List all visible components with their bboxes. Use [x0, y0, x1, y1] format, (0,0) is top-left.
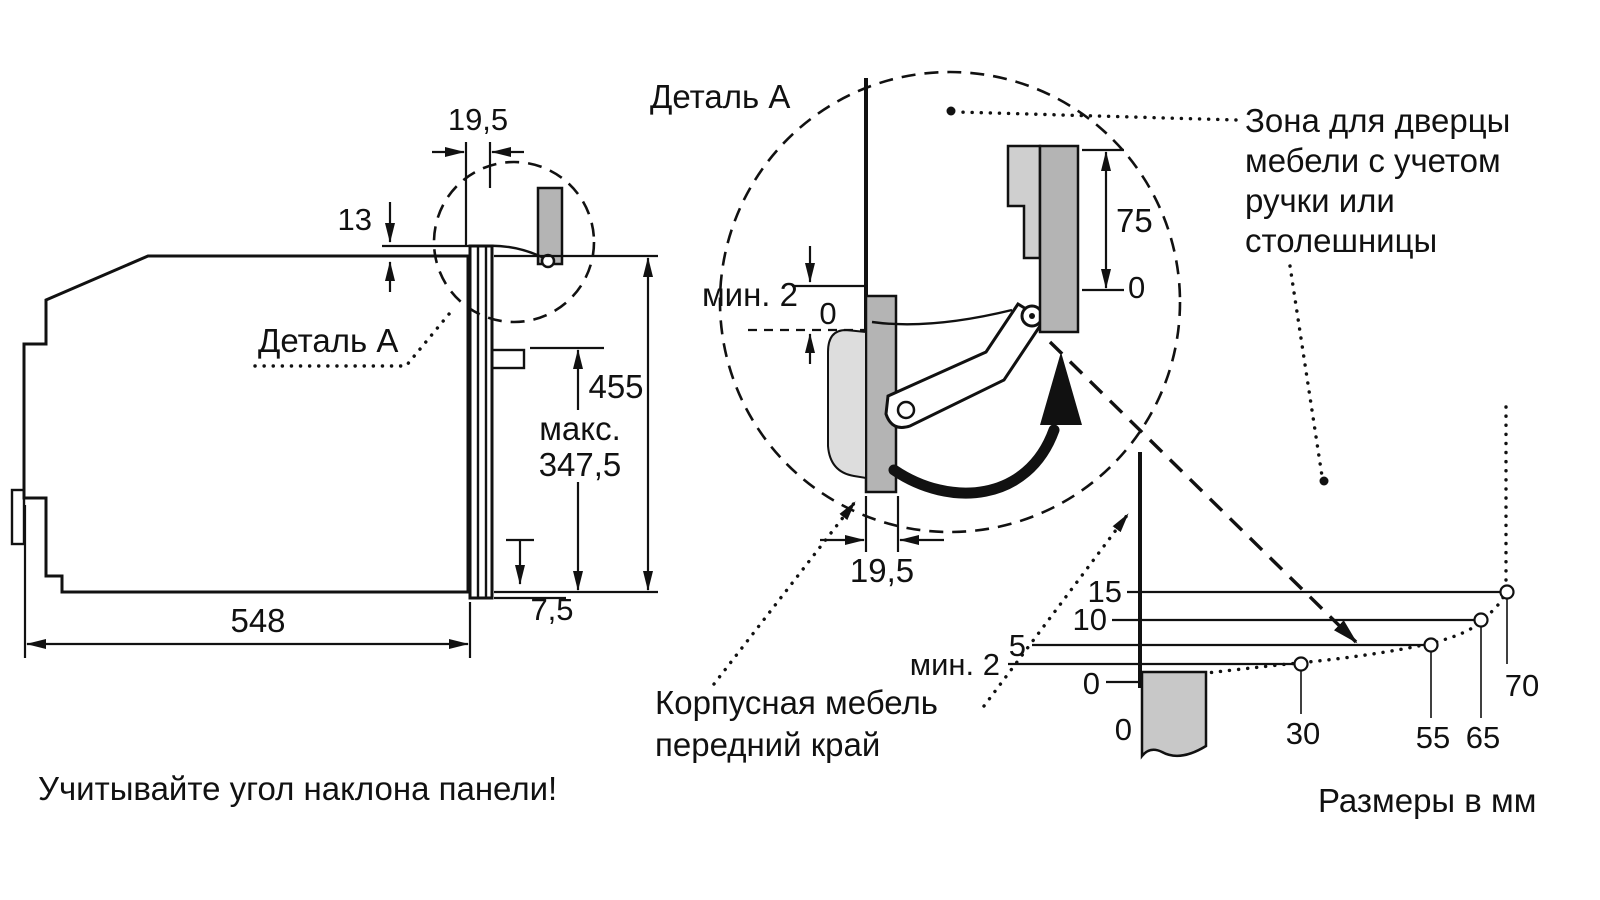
y-label-0: 0	[1083, 666, 1100, 701]
detail-a-view: Деталь A мин. 2 0 75 0	[650, 70, 1358, 644]
detail-to-chart-dashed-arrow	[1048, 340, 1358, 644]
detail-a-callout-label: Деталь A	[258, 322, 398, 359]
dim-bottom-gap: 7,5	[530, 592, 573, 627]
furniture-door-small	[536, 186, 564, 266]
detail-a-title: Деталь A	[650, 78, 790, 115]
cabinet-note-line2: передний край	[655, 726, 880, 763]
x-label-30: 30	[1286, 716, 1320, 751]
furniture-door-step	[1006, 144, 1042, 260]
point-70-15	[1499, 584, 1515, 600]
oven-latch	[490, 348, 526, 370]
zone-note-line3: ручки или	[1245, 182, 1395, 219]
zero-left: 0	[819, 296, 836, 331]
dim-front-offset: 19,5	[850, 552, 914, 589]
zone-note-line2: мебели с учетом	[1245, 142, 1501, 179]
cabinet-wall-section	[1140, 670, 1208, 760]
footer-texts: Учитывайте угол наклона панели! Размеры …	[38, 770, 1536, 819]
units-text: Размеры в мм	[1318, 782, 1536, 819]
x-origin-label: 0	[1115, 712, 1132, 747]
point-55-5	[1423, 637, 1439, 653]
label-mask	[526, 410, 634, 482]
door-swing-arrowhead	[1040, 352, 1082, 425]
zone-leader-top	[956, 110, 1238, 122]
x-label-65: 65	[1466, 720, 1500, 755]
detail-circle-large	[718, 70, 1182, 534]
hinge-notch	[896, 400, 916, 420]
dim-depth: 548	[230, 602, 285, 639]
warning-text: Учитывайте угол наклона панели!	[38, 770, 557, 807]
cabinet-note-line1: Корпусная мебель	[655, 684, 938, 721]
dim-panel-drop: 13	[338, 202, 372, 237]
y-label-15: 15	[1088, 574, 1122, 609]
annotations: Зона для дверцы мебели с учетом ручки ил…	[655, 102, 1510, 763]
detail-a-callout-leader	[253, 306, 456, 368]
dim-max-label: макс.	[539, 410, 621, 447]
detail-circle-small	[432, 160, 596, 324]
zone-note-line4: столешницы	[1245, 222, 1437, 259]
point-30-min2	[1293, 656, 1309, 672]
cabinet-leader-1	[712, 500, 857, 686]
gap-chart: 15 10 5 мин. 2 0 0 30 55 65 70	[910, 400, 1539, 760]
dim-min-gap: мин. 2	[702, 276, 798, 313]
gap-curve-dotted	[1146, 400, 1508, 682]
dim-door-zone: 75	[1116, 202, 1153, 239]
furniture-door-large	[1038, 144, 1080, 334]
x-label-55: 55	[1416, 720, 1450, 755]
dim-height: 455	[588, 368, 643, 405]
door-swing-arc	[888, 424, 1060, 499]
y-label-5: 5	[1009, 628, 1026, 663]
oven-side-view: Деталь A 19,5 13 455 макс. 347,5 7,5 548	[10, 102, 658, 658]
open-door-section	[827, 328, 867, 480]
hinge-pivot-center	[1029, 313, 1035, 319]
oven-door-panel	[468, 244, 494, 600]
dim-max-value: 347,5	[539, 446, 622, 483]
x-label-70: 70	[1505, 668, 1539, 703]
oven-body-outline	[22, 254, 470, 594]
cabinet-leader-2	[982, 512, 1130, 708]
point-65-10	[1473, 612, 1489, 628]
y-label-min2: мин. 2	[910, 647, 1000, 682]
zero-right: 0	[1128, 270, 1145, 305]
dim-top-offset: 19,5	[448, 102, 508, 137]
zone-leader-down-dot	[1319, 476, 1329, 486]
zone-note-line1: Зона для дверцы	[1245, 102, 1510, 139]
zone-leader-down	[1288, 264, 1324, 478]
hinge-link-upper	[871, 308, 1013, 326]
oven-left-bracket	[10, 488, 26, 546]
y-label-10: 10	[1073, 602, 1107, 637]
zone-leader-top-dot	[946, 106, 956, 116]
